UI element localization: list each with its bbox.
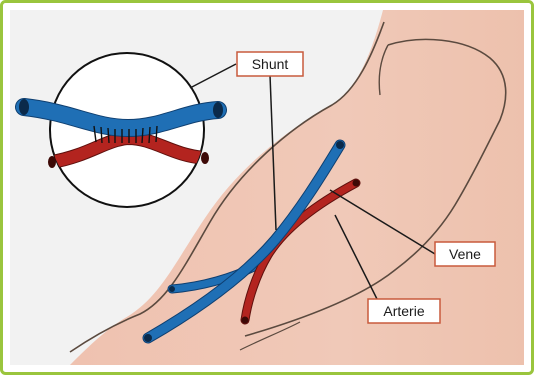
label-arterie-text: Arterie: [383, 303, 424, 319]
label-shunt-text: Shunt: [252, 56, 289, 72]
inset-artery-opening-left: [48, 156, 56, 168]
vein-opening-lower: [144, 334, 152, 342]
artery-opening-upper: [353, 180, 360, 187]
inset-vein-opening-left: [19, 99, 29, 115]
artery-opening-lower: [242, 317, 249, 324]
inset-artery-opening-right: [201, 152, 209, 164]
label-vene: Vene: [435, 242, 495, 266]
inset-vein-opening-right: [213, 102, 223, 118]
vein-branch-opening: [169, 286, 175, 292]
label-shunt: Shunt: [237, 52, 303, 76]
label-vene-text: Vene: [449, 246, 481, 262]
label-arterie: Arterie: [368, 299, 440, 323]
vein-opening-upper: [336, 141, 344, 149]
